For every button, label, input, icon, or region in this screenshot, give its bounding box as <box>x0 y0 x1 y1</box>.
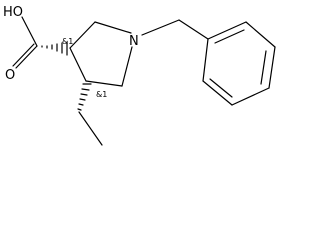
bond-n-c5 <box>121 46 133 87</box>
ring-nitrogen-label: N <box>129 34 139 49</box>
benzene-bond-4 <box>231 87 270 106</box>
benzene-bond-5 <box>202 80 233 106</box>
benzene-inner-bond-1 <box>214 29 245 44</box>
hashed-wedge-bond-c4-ethyl <box>77 83 92 111</box>
chemical-structure-diagram: HO O N &1 &1 <box>3 5 276 146</box>
bond-ch2-ring <box>178 19 209 40</box>
bond-n-ch2 <box>141 19 180 36</box>
bond-c-oh <box>21 16 38 47</box>
bond-ethyl-methyl <box>78 111 103 146</box>
carbonyl-oxygen-label: O <box>5 68 15 83</box>
benzene-bond-6 <box>202 38 209 82</box>
bond-c5-c4 <box>85 80 123 87</box>
hydroxyl-label: HO <box>3 5 23 20</box>
bond-c-o-double-2 <box>12 43 35 67</box>
benzene-inner-bond-3 <box>209 78 233 98</box>
bond-c2-n <box>94 21 132 34</box>
bond-c4-c3 <box>69 47 87 82</box>
stereo-label-c3: &1 <box>62 37 73 46</box>
benzene-bond-2 <box>245 21 276 48</box>
benzene-bond-1 <box>207 21 247 40</box>
hashed-wedge-bond-c3-cooh <box>41 41 68 56</box>
benzene-bond-3 <box>268 46 276 89</box>
stereo-label-c4: &1 <box>96 90 107 99</box>
bond-c3-c2 <box>69 21 96 49</box>
benzene-inner-bond-2 <box>260 50 267 85</box>
bond-c-o-double-1 <box>15 45 38 69</box>
